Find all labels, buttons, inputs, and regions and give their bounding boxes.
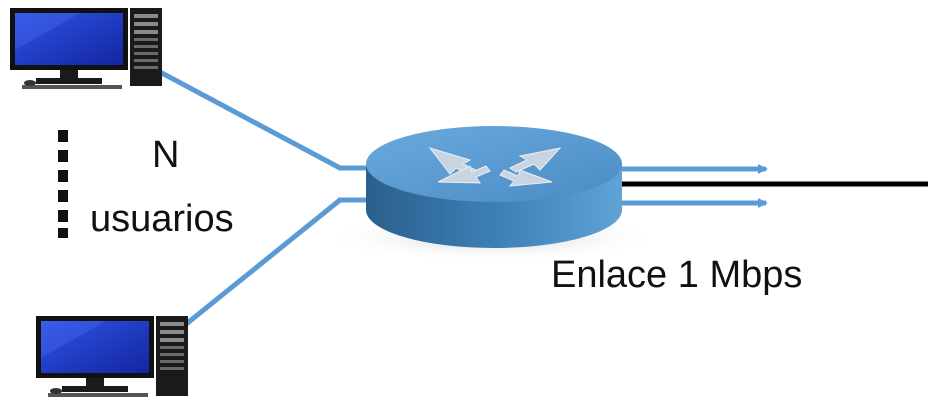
ellipsis-dots <box>58 130 68 238</box>
router-icon <box>324 126 664 262</box>
desktop-computer-icon <box>10 8 162 89</box>
link-speed-label: Enlace 1 Mbps <box>551 254 803 296</box>
users-label: usuarios <box>90 198 234 240</box>
desktop-computer-icon <box>36 316 188 397</box>
link-line-top <box>158 69 342 171</box>
link-line-bottom <box>183 198 342 327</box>
users-count-label: N <box>152 134 180 176</box>
